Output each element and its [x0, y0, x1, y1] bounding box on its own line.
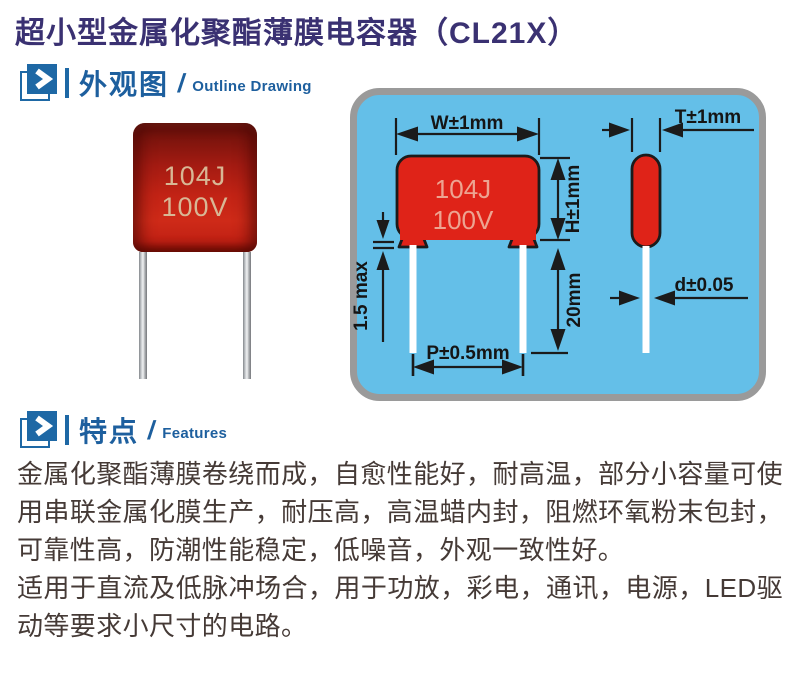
dimension-lines	[373, 118, 754, 376]
drawing-front-view: 104J 100V	[395, 154, 541, 353]
dim-label-height: H±1mm	[563, 165, 584, 234]
dim-label-lead-diameter: d±0.05	[674, 275, 733, 296]
features-paragraph-1: 金属化聚酯薄膜卷绕而成，自愈性能好，耐高温，部分小容量可使用串联金属化膜生产，耐…	[17, 459, 783, 565]
section-divider-bar	[65, 68, 69, 98]
section-title-zh: 特点	[79, 416, 140, 447]
section-title-en: Outline Drawing	[192, 77, 312, 95]
section-slash: /	[145, 414, 158, 445]
capacitor-lead-right	[243, 252, 251, 379]
capacitor-lead-left	[139, 252, 147, 379]
drawing-front-lead-left	[409, 245, 417, 353]
features-paragraph-2: 适用于直流及低脉冲场合，用于功放，彩电，通讯，电源，LED驱动等要求小尺寸的电路…	[17, 573, 783, 641]
section-title-zh: 外观图	[79, 69, 170, 100]
outline-drawing-panel: 104J 100V W±1mm H±1mm 20mm 1.5 max P±0.5…	[350, 88, 766, 401]
section-divider-bar	[65, 415, 69, 445]
dim-label-width: W±1mm	[431, 113, 504, 134]
chevron-icon-square	[27, 64, 57, 94]
dimension-arrowheads	[376, 122, 683, 375]
dim-label-kink: 1.5 max	[351, 261, 372, 331]
page-title: 超小型金属化聚酯薄膜电容器（CL21X）	[15, 17, 579, 50]
chevron-icon-square	[27, 411, 57, 441]
section-slash: /	[175, 67, 188, 98]
dim-label-pitch: P±0.5mm	[426, 343, 509, 364]
drawing-marking-line2: 100V	[433, 205, 494, 235]
dim-label-lead-length: 20mm	[564, 273, 585, 328]
chevron-right-icon	[20, 411, 58, 449]
drawing-front-lead-right	[519, 245, 527, 353]
drawing-side-lead	[642, 246, 650, 353]
capacitor-marking: 104J 100V	[133, 161, 257, 223]
capacitor-marking-line2: 100V	[161, 192, 229, 222]
section-header-outline: 外观图 / Outline Drawing	[20, 62, 312, 104]
features-paragraphs: 金属化聚酯薄膜卷绕而成，自愈性能好，耐高温，部分小容量可使用串联金属化膜生产，耐…	[17, 455, 783, 645]
section-header-features: 特点 / Features	[20, 409, 227, 451]
capacitor-marking-line1: 104J	[163, 161, 227, 191]
dim-label-thickness: T±1mm	[675, 107, 741, 128]
drawing-marking-line1: 104J	[435, 174, 491, 204]
section-title-en: Features	[162, 424, 228, 442]
capacitor-body: 104J 100V	[133, 123, 257, 252]
drawing-side-view	[630, 153, 662, 353]
chevron-right-icon	[20, 64, 58, 102]
